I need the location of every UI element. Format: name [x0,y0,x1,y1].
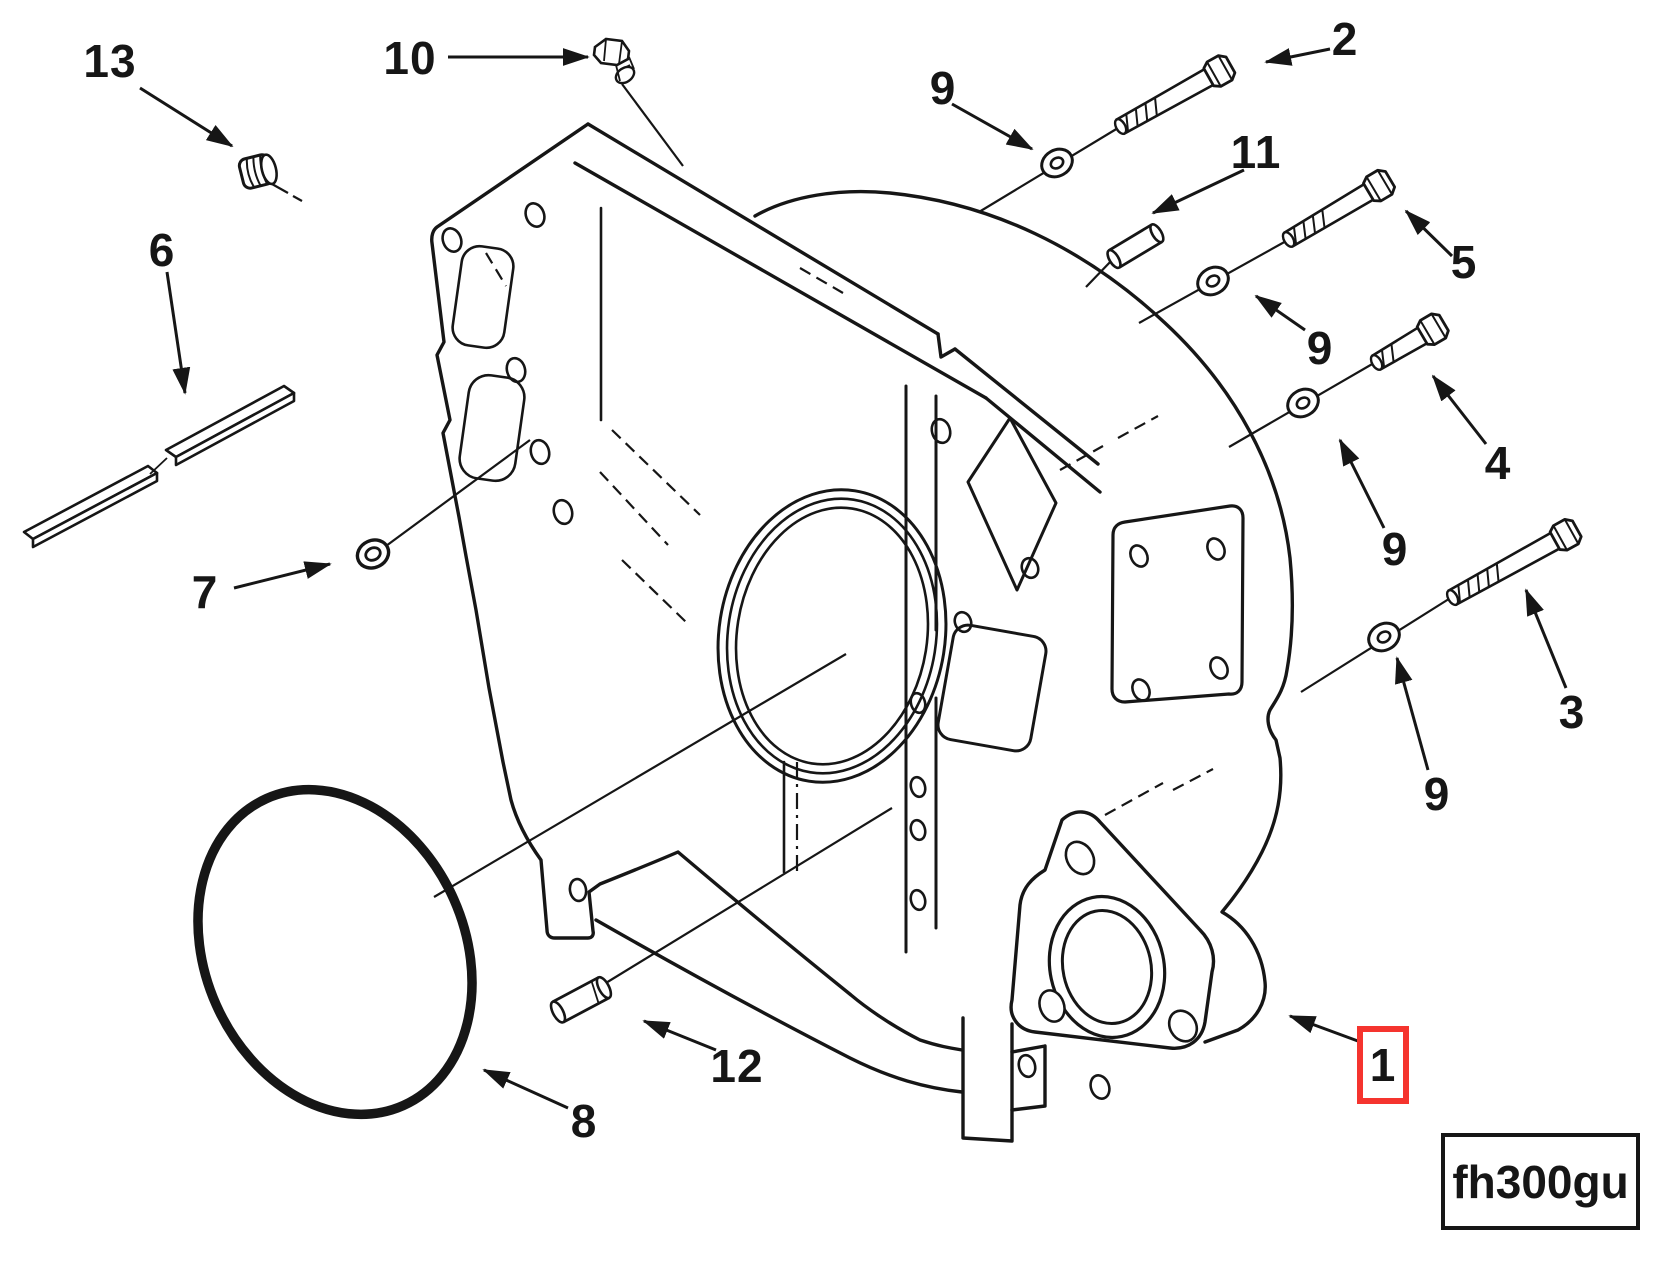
seal-part-7 [355,538,391,570]
hidden-lines [485,252,1214,816]
callout-9d[interactable]: 9 [1423,768,1451,820]
o-ring-part-8 [193,784,477,1120]
callout-9b[interactable]: 9 [1306,322,1334,374]
callout-9a[interactable]: 9 [929,62,957,114]
callout-arrows [139,47,1568,1110]
flywheel-housing-outline [430,122,1295,1143]
drawing-code-box: fh300gu [1441,1133,1640,1230]
callout-2[interactable]: 2 [1331,13,1359,65]
dowel-part-12 [549,975,613,1024]
callout-11[interactable]: 11 [1230,126,1282,178]
callout-10[interactable]: 10 [383,32,437,84]
housing-face-details [441,202,1245,1100]
highlight-box-part-1[interactable]: 1 [1357,1026,1409,1104]
sealing-strips-part-6 [22,384,296,549]
bolts [1113,54,1583,607]
callout-8[interactable]: 8 [570,1095,598,1147]
callout-3[interactable]: 3 [1558,686,1586,738]
plug-part-13 [237,153,278,190]
plug-part-10 [592,37,636,85]
washers-part-9 [1040,147,1401,653]
callout-9c[interactable]: 9 [1381,523,1409,575]
bottom-boss [1009,810,1216,1050]
callout-5[interactable]: 5 [1450,236,1478,288]
callout-12[interactable]: 12 [710,1040,764,1092]
callout-4[interactable]: 4 [1484,437,1512,489]
callout-6[interactable]: 6 [148,224,176,276]
dowel-part-11 [1106,223,1165,270]
drawing-code-label: fh300gu [1452,1155,1629,1208]
callout-1[interactable]: 1 [1369,1039,1397,1091]
callout-7[interactable]: 7 [191,566,219,618]
callout-13[interactable]: 13 [83,35,137,87]
